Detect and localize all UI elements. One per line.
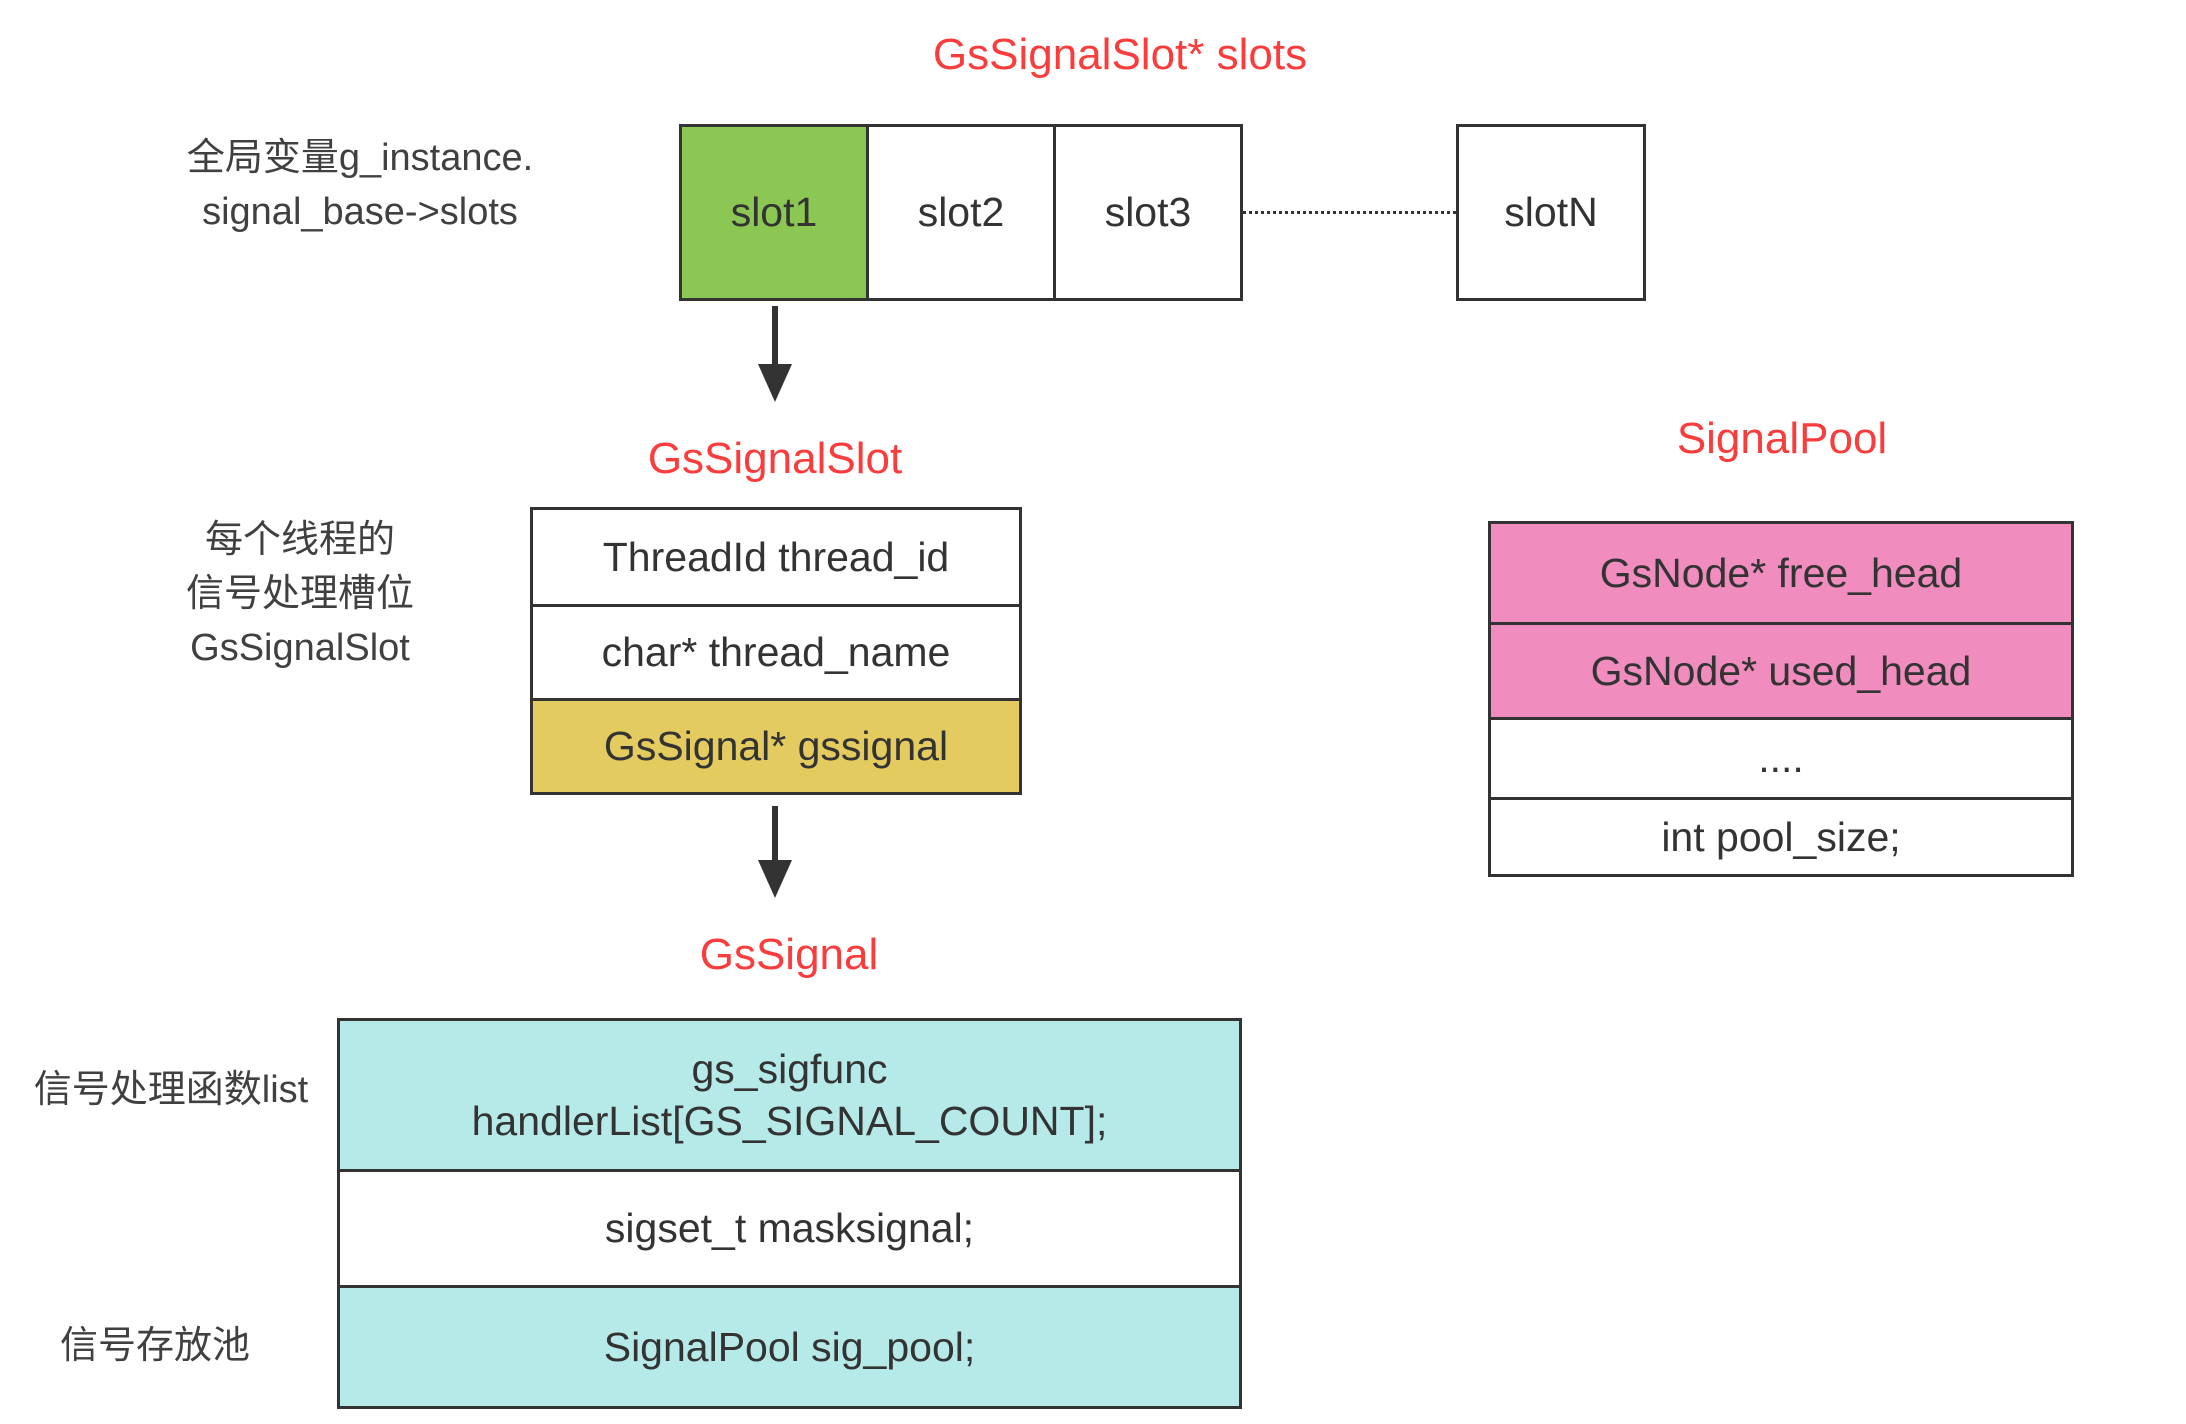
gssignalslot-caption: 每个线程的 信号处理槽位 GsSignalSlot <box>80 514 520 676</box>
gssignalslot-caption-line3: GsSignalSlot <box>190 626 410 669</box>
gssignalslot-struct: ThreadId thread_id char* thread_name GsS… <box>530 507 1022 795</box>
struct-field-thread-name: char* thread_name <box>533 604 1019 698</box>
slot1-box: slot1 <box>679 124 869 301</box>
arrow-slot1-to-gssignalslot-icon <box>758 306 792 402</box>
handler-list-line1: gs_sigfunc <box>691 1045 888 1092</box>
struct-field-masksignal: sigset_t masksignal; <box>340 1169 1239 1285</box>
gssignal-title: GsSignal <box>699 930 879 979</box>
handler-list-line2: handlerList[GS_SIGNAL_COUNT]; <box>471 1098 1108 1144</box>
struct-field-handler-list: gs_sigfunc handlerList[GS_SIGNAL_COUNT]; <box>340 1021 1239 1169</box>
gssignal-struct: gs_sigfunc handlerList[GS_SIGNAL_COUNT];… <box>337 1018 1242 1409</box>
slot3-box: slot3 <box>1053 124 1243 301</box>
gssignalslot-caption-line2: 信号处理槽位 <box>185 572 414 615</box>
slot2-box: slot2 <box>866 124 1056 301</box>
slots-array-caption: 全局变量g_instance. signal_base->slots <box>120 132 600 240</box>
struct-field-ellipsis: .... <box>1491 717 2071 797</box>
slots-array-title: GsSignalSlot* slots <box>932 30 1308 79</box>
gssignal-caption-handlers: 信号处理函数list <box>33 1069 309 1111</box>
struct-field-pool-size: int pool_size; <box>1491 797 2071 874</box>
slotN-box: slotN <box>1456 124 1646 301</box>
struct-field-sig-pool: SignalPool sig_pool; <box>340 1285 1239 1406</box>
gssignalslot-caption-line1: 每个线程的 <box>204 519 395 561</box>
slots-array-caption-line1: 全局变量g_instance. <box>186 137 534 179</box>
signalpool-title: SignalPool <box>1676 414 1888 463</box>
struct-field-thread-id: ThreadId thread_id <box>533 510 1019 604</box>
slots-row: slot1 slot2 slot3 <box>679 124 1243 301</box>
struct-field-gssignal: GsSignal* gssignal <box>533 698 1019 792</box>
struct-field-used-head: GsNode* used_head <box>1491 622 2071 717</box>
gssignalslot-title: GsSignalSlot <box>647 434 903 483</box>
gssignal-caption-pool: 信号存放池 <box>59 1325 250 1367</box>
slots-ellipsis-connector <box>1243 211 1456 214</box>
struct-field-free-head: GsNode* free_head <box>1491 524 2071 622</box>
slots-array-caption-line2: signal_base->slots <box>202 190 518 233</box>
arrow-gssignalslot-to-gssignal-icon <box>758 806 792 898</box>
signalpool-struct: GsNode* free_head GsNode* used_head ....… <box>1488 521 2074 877</box>
